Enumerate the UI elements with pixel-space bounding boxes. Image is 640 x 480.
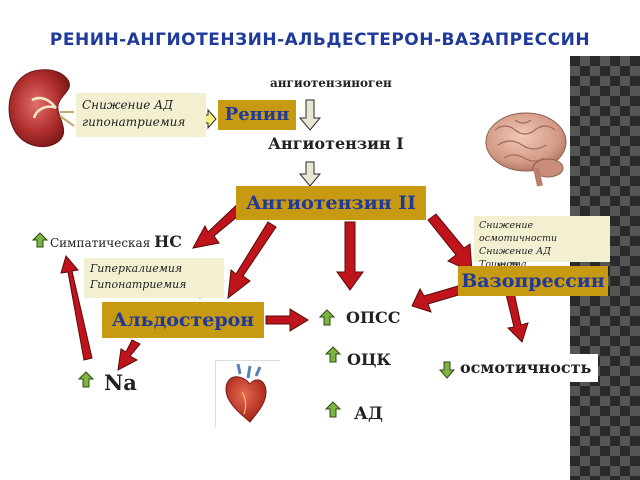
na-label: Na xyxy=(104,370,137,395)
sympathetic-ns-label: Симпатическая НС xyxy=(50,232,182,251)
arrow-vasopressin-to-opss xyxy=(411,285,463,313)
opss-label: ОПСС xyxy=(346,308,401,327)
up-icon-sympathetic xyxy=(31,232,49,248)
aldosterone-triggers: Гиперкалиемия Гипонатриемия xyxy=(84,258,224,298)
vasopressin-trigger-line-3: Тошнота xyxy=(479,259,527,270)
vasopressin-trigger-line-2: Снижение АД xyxy=(479,246,552,257)
angiotensin1-down-arrow xyxy=(298,161,322,187)
renin-trigger-line-2: гипонатриемия xyxy=(82,115,186,129)
sympathetic-prefix: Симпатическая xyxy=(50,236,155,250)
arrow-aldosterone-to-na xyxy=(117,339,141,371)
up-icon-ad xyxy=(324,401,342,418)
vasopressin-trigger-line-1: Снижение осмотичности xyxy=(479,220,558,244)
angiotensinogen-down-arrow xyxy=(298,99,322,131)
angiotensin-2-box: Ангиотензин II xyxy=(236,186,426,220)
renin-box: Ренин xyxy=(218,100,296,130)
up-icon-na xyxy=(77,371,95,388)
up-icon-ock xyxy=(324,346,342,363)
arrow-aldosterone-to-opss xyxy=(265,308,309,332)
vasopressin-triggers: Снижение осмотичности Снижение АД Тошнот… xyxy=(474,216,610,270)
arrow-a2-to-aldosterone xyxy=(227,221,277,300)
aldosterone-trigger-line-1: Гиперкалиемия xyxy=(90,262,183,275)
osmoticity-label: осмотичность xyxy=(456,354,598,382)
arrow-vasopressin-down xyxy=(505,291,529,343)
arrow-a2-to-vasopressin xyxy=(427,213,473,273)
renin-trigger-line-1: Снижение АД xyxy=(82,98,173,112)
ad-label: АД xyxy=(354,404,383,424)
brain-image xyxy=(485,112,567,187)
arrow-na-to-sympathetic xyxy=(60,254,93,361)
sympathetic-suffix: НС xyxy=(154,232,182,251)
angiotensinogen-label: ангиотензиноген xyxy=(270,76,392,90)
heart-image xyxy=(225,363,267,423)
kidney-image xyxy=(8,69,75,148)
diagram-title: РЕНИН-АНГИОТЕНЗИН-АЛЬДЕСТЕРОН-ВАЗАПРЕССИ… xyxy=(49,30,591,50)
aldosterone-trigger-line-2: Гипонатриемия xyxy=(90,278,187,291)
ock-label: ОЦК xyxy=(347,350,391,369)
down-icon-osmoticity xyxy=(438,361,456,379)
vasopressin-box: Вазопрессин xyxy=(458,266,608,296)
up-icon-opss xyxy=(318,309,336,326)
aldosterone-box: Альдостерон xyxy=(102,302,264,338)
angiotensin-1-label: Ангиотензин I xyxy=(268,134,404,153)
arrow-a2-to-opss xyxy=(336,221,364,291)
renin-triggers: Снижение АД гипонатриемия xyxy=(76,93,206,137)
